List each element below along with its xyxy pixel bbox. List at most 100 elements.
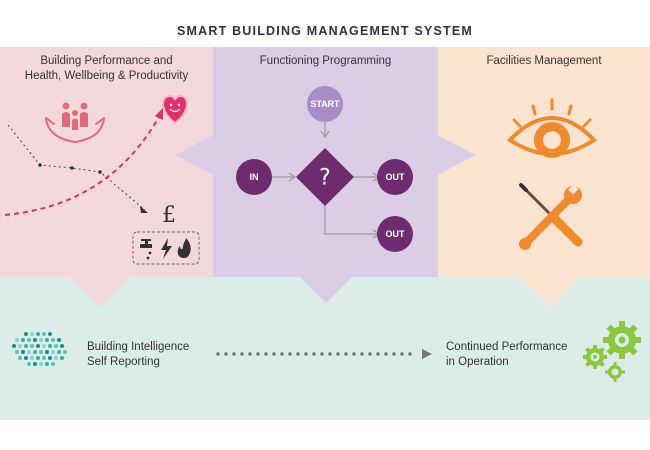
progress-dot	[288, 352, 292, 356]
flame-icon	[177, 238, 191, 258]
progress-dot	[224, 352, 228, 356]
brain-dot	[45, 350, 49, 354]
brain-dot	[30, 356, 34, 360]
brain-dot	[51, 338, 55, 342]
brain-dot	[45, 338, 49, 342]
brain-dot	[24, 344, 28, 348]
progress-dot	[400, 352, 404, 356]
facilities-management-title: Facilities Management	[438, 54, 650, 69]
functioning-programming-title-text: Functioning Programming	[259, 55, 392, 67]
progress-dot	[376, 352, 380, 356]
in-node: IN	[236, 159, 272, 195]
eye-icon	[506, 98, 598, 158]
tools-icon	[519, 183, 583, 250]
brain-dot	[54, 344, 58, 348]
brain-dot	[48, 344, 52, 348]
growth-arrowhead	[155, 108, 163, 120]
brain-dot	[36, 344, 40, 348]
heart-icon	[162, 94, 188, 125]
brain-dot	[24, 356, 28, 360]
progress-dot	[216, 352, 220, 356]
bottom-panel	[0, 247, 650, 420]
svg-text:START: START	[310, 99, 340, 109]
brain-dot	[27, 350, 31, 354]
brain-dot	[24, 332, 28, 336]
gears-icon	[583, 321, 641, 382]
brain-dot	[39, 350, 43, 354]
svg-text:?: ?	[319, 166, 331, 191]
brain-dot	[42, 344, 46, 348]
out-node-right: OUT	[377, 159, 413, 195]
functioning-programming-title: Functioning Programming	[213, 54, 438, 69]
progress-dot	[352, 352, 356, 356]
progress-dot	[240, 352, 244, 356]
continued-performance-line2: in Operation	[446, 356, 509, 368]
brain-dot	[60, 356, 64, 360]
brain-dot	[18, 356, 22, 360]
brain-dot	[12, 344, 16, 348]
brain-dot	[63, 350, 67, 354]
progress-dot	[328, 352, 332, 356]
progress-dot	[256, 352, 260, 356]
progress-dot	[408, 352, 412, 356]
progress-dot	[280, 352, 284, 356]
brain-dot	[27, 338, 31, 342]
progress-dot	[336, 352, 340, 356]
brain-dot	[39, 362, 43, 366]
lightning-icon	[161, 238, 172, 259]
svg-text:IN: IN	[250, 172, 259, 182]
continued-performance-label: Continued Performance in Operation	[446, 340, 567, 370]
brain-dot	[33, 362, 37, 366]
start-node: START	[307, 86, 343, 122]
progress-dots	[216, 352, 412, 356]
svg-text:OUT: OUT	[386, 229, 406, 239]
brain-dot	[15, 338, 19, 342]
brain-dot	[48, 332, 52, 336]
brain-dot	[51, 362, 55, 366]
brain-dot	[36, 356, 40, 360]
building-performance-title-line2: Health, Wellbeing & Productivity	[24, 70, 189, 82]
facilities-management-panel	[438, 47, 650, 307]
brain-dot	[30, 344, 34, 348]
building-intelligence-label: Building Intelligence Self Reporting	[87, 340, 189, 370]
brain-dot	[51, 350, 55, 354]
page-title: SMART BUILDING MANAGEMENT SYSTEM	[176, 24, 474, 38]
progress-dot	[384, 352, 388, 356]
brain-dot	[15, 350, 19, 354]
building-performance-title: Building Performance and Health, Wellbei…	[0, 54, 213, 84]
brain-dot	[36, 332, 40, 336]
brain-dot	[42, 332, 46, 336]
progress-dot	[248, 352, 252, 356]
decision-node: ?	[296, 148, 354, 206]
brain-dot	[18, 344, 22, 348]
progress-dot	[320, 352, 324, 356]
pound-icon: £	[162, 203, 176, 228]
brain-dot	[27, 362, 31, 366]
progress-dot	[304, 352, 308, 356]
brain-dot	[39, 338, 43, 342]
progress-arrowhead	[422, 349, 432, 359]
brain-dot	[21, 350, 25, 354]
people-hands-icon	[45, 102, 105, 144]
brain-dot	[54, 356, 58, 360]
svg-text:OUT: OUT	[386, 172, 406, 182]
building-intelligence-line1: Building Intelligence	[87, 341, 190, 353]
brain-dot	[30, 332, 34, 336]
brain-dot	[21, 338, 25, 342]
tap-icon	[140, 239, 152, 260]
brain-dot	[42, 356, 46, 360]
cost-decline-line	[7, 124, 148, 213]
building-intelligence-line2: Self Reporting	[87, 356, 160, 368]
brain-dot	[33, 350, 37, 354]
brain-dot	[57, 350, 61, 354]
progress-dot	[360, 352, 364, 356]
brain-dot	[48, 356, 52, 360]
progress-dot	[344, 352, 348, 356]
brain-dot	[45, 362, 49, 366]
progress-dot	[368, 352, 372, 356]
continued-performance-line1: Continued Performance	[446, 341, 568, 353]
progress-dot	[296, 352, 300, 356]
brain-dot	[60, 344, 64, 348]
progress-dot	[272, 352, 276, 356]
